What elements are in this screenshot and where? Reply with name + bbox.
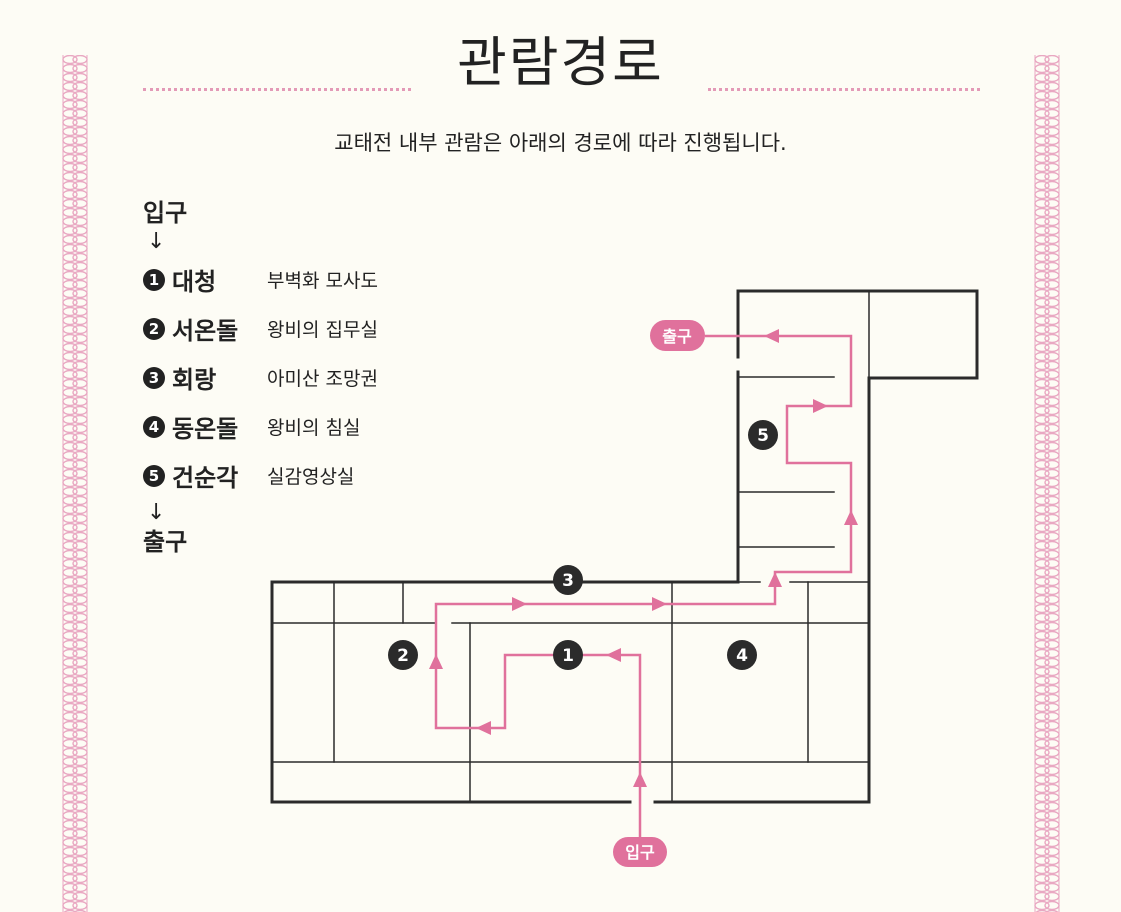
floor-plan-walls — [270, 289, 979, 804]
marker-4: 4 — [727, 640, 757, 670]
route-arrow-down: ↓ — [147, 229, 166, 254]
marker-2: 2 — [388, 640, 418, 670]
entry-pill: 입구 — [613, 837, 667, 867]
route-stop-3: 3 회랑 아미산 조망권 — [143, 353, 443, 402]
route-stop-2: 2 서온돌 왕비의 집무실 — [143, 304, 443, 353]
route-arrow-down: ↓ — [147, 500, 166, 525]
route-stop-5: 5 건순각 실감영상실 — [143, 451, 443, 500]
route-arrowheads — [429, 329, 858, 787]
stop-name: 서온돌 — [172, 317, 239, 345]
stop-name: 대청 — [172, 268, 217, 296]
arrow-up-icon — [768, 572, 782, 587]
stop-desc: 실감영상실 — [267, 466, 355, 488]
stop-name: 건순각 — [172, 464, 239, 492]
marker-3: 3 — [553, 565, 583, 595]
marker-1: 1 — [553, 640, 583, 670]
arrow-up-icon — [844, 510, 858, 525]
stop-number-badge: 1 — [143, 268, 165, 291]
title-dots-left — [143, 88, 411, 91]
stop-desc: 부벽화 모사도 — [267, 270, 378, 292]
stop-name: 동온돌 — [172, 415, 239, 443]
exit-pill: 출구 — [650, 320, 705, 351]
marker-3-label: 3 — [562, 571, 574, 591]
route-exit: 출구 — [143, 528, 188, 556]
stop-number-badge: 4 — [143, 415, 165, 438]
arrow-left-icon — [606, 648, 621, 662]
arrow-right-icon — [512, 597, 527, 611]
marker-4-label: 4 — [736, 646, 748, 666]
page-title: 관람경로 — [457, 31, 664, 94]
arrow-right-icon — [652, 597, 667, 611]
title-dots-right — [708, 88, 980, 91]
stop-number-badge: 3 — [143, 366, 165, 389]
marker-5: 5 — [748, 420, 778, 450]
stop-desc: 아미산 조망권 — [267, 368, 378, 390]
arrow-right-icon — [813, 399, 828, 413]
wall-outer-left — [270, 580, 632, 804]
stop-number-badge: 2 — [143, 317, 165, 340]
title-row: 관람경로 — [0, 28, 1121, 98]
wall-outer-right-bottom — [653, 289, 979, 804]
route-stop-4: 4 동온돌 왕비의 침실 — [143, 402, 443, 451]
marker-2-label: 2 — [397, 646, 409, 666]
marker-5-label: 5 — [757, 426, 769, 446]
route-stop-1: 1 대청 부벽화 모사도 — [143, 255, 443, 304]
arrow-up-icon — [633, 772, 647, 787]
route-list: 입구 ↓ 1 대청 부벽화 모사도 2 서온돌 왕비의 집무실 3 회랑 아미산… — [143, 195, 443, 558]
stop-desc: 왕비의 침실 — [267, 417, 361, 439]
subtitle: 교태전 내부 관람은 아래의 경로에 따라 진행됩니다. — [334, 131, 787, 155]
route-entry: 입구 — [143, 199, 188, 227]
exit-pill-label: 출구 — [662, 327, 692, 346]
stop-number-badge: 5 — [143, 464, 165, 487]
arrow-left-icon — [764, 329, 779, 343]
arrow-left-icon — [476, 721, 491, 735]
marker-1-label: 1 — [562, 646, 574, 666]
entry-pill-label: 입구 — [625, 843, 655, 862]
left-pattern-border — [62, 55, 88, 912]
stop-name: 회랑 — [172, 366, 217, 394]
stop-desc: 왕비의 집무실 — [267, 319, 378, 341]
arrow-up-icon — [429, 654, 443, 669]
right-pattern-border — [1034, 55, 1060, 912]
